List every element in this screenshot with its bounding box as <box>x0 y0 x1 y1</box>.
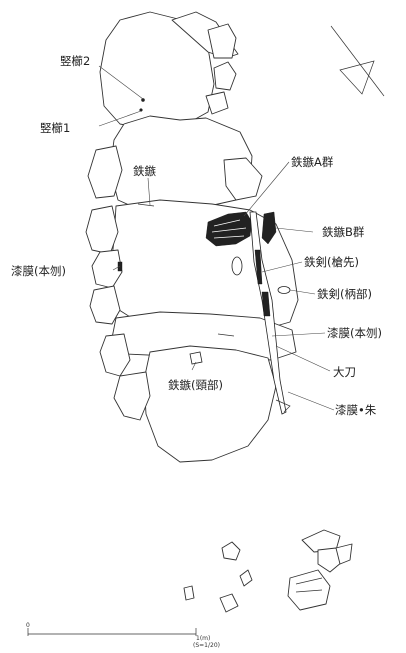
scale-ratio: (S=1/20) <box>193 642 220 649</box>
labels: 竪櫛2 竪櫛1 鉄鏃 鉄鏃A群 鉄鏃B群 漆膜(本刎) 鉄剣(槍先) 鉄剣(柄部… <box>11 54 382 417</box>
artifact-cluster <box>117 98 291 415</box>
scattered-stones <box>183 529 353 613</box>
scale-bar: 0 1(m) (S=1/20) <box>26 622 220 649</box>
oval-artifact <box>231 256 243 276</box>
label-arrowhead-neck: 鉄鏃(頸部) <box>168 378 223 392</box>
comb2-dot <box>141 98 145 102</box>
label-lacquer-right: 漆膜(本刎) <box>327 326 382 340</box>
label-tachi: 大刀 <box>333 365 356 379</box>
label-comb1: 竪櫛1 <box>40 121 70 135</box>
stone-outlines <box>85 11 299 463</box>
label-arrowhead-b: 鉄鏃B群 <box>322 225 365 239</box>
label-comb2: 竪櫛2 <box>60 54 90 68</box>
label-lacquer-left: 漆膜(本刎) <box>11 264 66 278</box>
leader-lines <box>98 65 335 411</box>
scale-end: 1(m) <box>196 635 210 642</box>
scale-start: 0 <box>26 622 30 629</box>
north-arrow-icon <box>330 25 385 97</box>
label-sword-tip: 鉄剣(槍先) <box>304 255 359 269</box>
comb1-dot <box>139 108 143 112</box>
label-sword-hilt: 鉄剣(柄部) <box>317 287 372 301</box>
label-lacquer-vermilion: 漆膜•朱 <box>335 403 377 417</box>
label-arrowhead: 鉄鏃 <box>133 164 156 178</box>
label-arrowhead-a: 鉄鏃A群 <box>291 155 334 169</box>
